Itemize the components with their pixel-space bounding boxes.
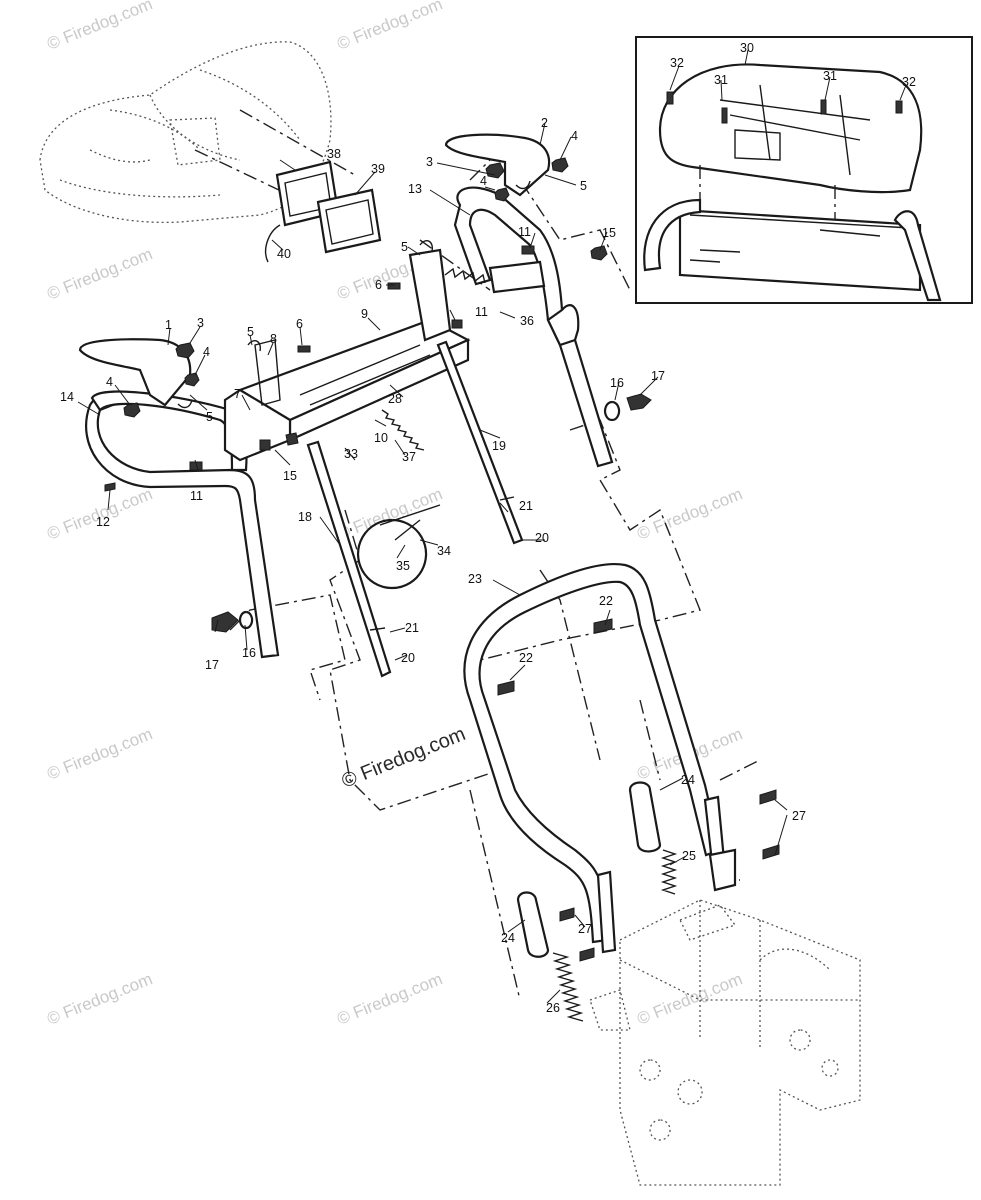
callout-label: 17	[651, 369, 665, 383]
callout-label: 22	[519, 651, 533, 665]
rods	[306, 340, 524, 678]
callout-label: 11	[518, 225, 531, 239]
springs	[381, 267, 678, 1022]
callout-label: 5	[580, 179, 587, 193]
callout-label: 32	[670, 56, 684, 70]
callout-label: 26	[546, 1001, 560, 1015]
callout-label: 5	[247, 325, 254, 339]
callout-label: 19	[492, 439, 506, 453]
callout-label: 4	[106, 375, 113, 389]
callout-label: 3	[197, 316, 204, 330]
watermark-text: © Firedog.com	[44, 244, 155, 303]
callout-label: 4	[480, 174, 487, 188]
callout-label: 2	[541, 116, 548, 130]
callout-label: 21	[519, 499, 533, 513]
headlight-assembly	[264, 160, 382, 263]
watermark-text: © Firedog.com	[634, 484, 745, 543]
control-panel	[223, 248, 471, 462]
watermark-text: © Firedog.com	[44, 969, 155, 1028]
callout-label: 32	[902, 75, 916, 89]
callout-label: 27	[792, 809, 806, 823]
callout-label: 11	[190, 489, 203, 503]
callout-label: 27	[578, 922, 592, 936]
callout-label: 6	[375, 278, 382, 292]
callout-label: 15	[602, 226, 616, 240]
watermark-text: © Firedog.com	[44, 0, 155, 54]
console-housing-dotted	[39, 41, 332, 224]
watermark-text: © Firedog.com	[44, 724, 155, 783]
callout-label: 12	[96, 515, 110, 529]
callout-label: 16	[610, 376, 624, 390]
callout-label: 8	[270, 332, 277, 346]
callout-label: 14	[60, 390, 74, 404]
callout-label: 7	[234, 387, 241, 401]
inset-detail	[635, 36, 973, 304]
callout-label: 24	[501, 931, 515, 945]
callout-label: 20	[535, 531, 549, 545]
callout-label: 13	[408, 182, 422, 196]
callout-label: 36	[520, 314, 534, 328]
spacer-tubes	[516, 781, 662, 958]
callout-label: 33	[344, 447, 358, 461]
watermark-text: © Firedog.com	[334, 0, 445, 54]
callout-label: 10	[374, 431, 388, 445]
callout-label: 22	[599, 594, 613, 608]
callout-label: 35	[396, 559, 410, 573]
callout-label: 38	[327, 147, 341, 161]
leader-lines	[77, 49, 907, 1004]
watermark-text: © Firedog.com	[44, 484, 155, 543]
callout-label: 25	[682, 849, 696, 863]
hardware	[104, 157, 780, 962]
watermark-text: © Firedog.com	[634, 969, 745, 1028]
callout-label: 4	[203, 345, 210, 359]
callout-label: 28	[388, 392, 402, 406]
callout-label: 31	[823, 69, 837, 83]
callout-label: 17	[205, 658, 219, 672]
callout-label: 5	[206, 410, 213, 424]
callout-label: 40	[277, 247, 291, 261]
callout-label: 31	[714, 73, 728, 87]
callout-label: 18	[298, 510, 312, 524]
callout-label: 21	[405, 621, 419, 635]
callout-label: 5	[401, 240, 408, 254]
watermark-text: © Firedog.com	[334, 969, 445, 1028]
callout-label: 11	[475, 305, 488, 319]
upper-handles	[85, 186, 614, 659]
callout-label: 3	[426, 155, 433, 169]
callout-label: 37	[402, 450, 416, 464]
callout-label: 1	[165, 318, 172, 332]
callout-label: 6	[296, 317, 303, 331]
lower-handle	[463, 563, 737, 954]
callout-label: 39	[371, 162, 385, 176]
callout-label: 34	[437, 544, 451, 558]
callout-label: 23	[468, 572, 482, 586]
callout-label: 9	[361, 307, 368, 321]
watermark-center: © Firedog.com	[339, 723, 469, 793]
engine-housing-dotted	[589, 899, 861, 1186]
callout-label: 24	[681, 773, 695, 787]
callout-label: 30	[740, 41, 754, 55]
callout-label: 16	[242, 646, 256, 660]
callout-label: 20	[401, 651, 415, 665]
callout-labels: 1 2 3 3 4 4 4 4 5 5 5 5 6 6 7 8 9 10 11 …	[60, 41, 916, 1015]
callout-label: 15	[283, 469, 297, 483]
callout-label: 4	[571, 129, 578, 143]
